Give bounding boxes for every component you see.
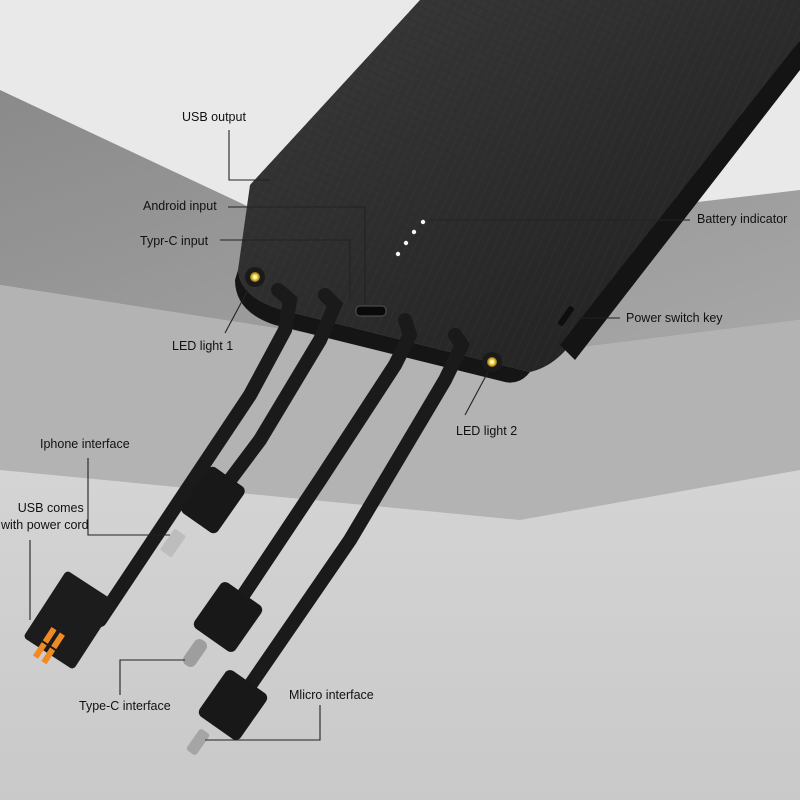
callout-usb-power-cord-line2: with power cord bbox=[1, 518, 89, 532]
power-switch-key[interactable] bbox=[557, 305, 575, 326]
leader-micro-interface bbox=[205, 705, 321, 741]
callout-android-input: Android input bbox=[143, 199, 217, 213]
usb-contacts bbox=[32, 627, 65, 665]
typec-input-port bbox=[355, 305, 387, 317]
led-light-1 bbox=[245, 267, 265, 287]
callout-iphone-interface: Iphone interface bbox=[40, 437, 130, 451]
callout-leaders bbox=[29, 130, 690, 741]
callout-power-switch-key: Power switch key bbox=[626, 311, 723, 325]
callout-battery-indicator: Battery indicator bbox=[697, 212, 788, 226]
callout-typec-interface: Type-C interface bbox=[79, 699, 171, 713]
cable-typec bbox=[183, 313, 418, 667]
led-light-2 bbox=[482, 352, 502, 372]
battery-indicator-dots bbox=[395, 219, 426, 257]
leader-android-input bbox=[228, 206, 366, 305]
leader-led1 bbox=[224, 289, 249, 334]
callout-typec-input: Typr-C input bbox=[140, 234, 209, 248]
callout-usb-power-cord-line1: USB comes bbox=[17, 501, 84, 515]
leader-typec-interface bbox=[119, 659, 185, 695]
callout-micro-interface: Mlicro interface bbox=[289, 688, 374, 702]
leader-iphone bbox=[87, 458, 170, 536]
leader-typec-input bbox=[220, 239, 351, 300]
callout-led-light-1: LED light 1 bbox=[172, 339, 234, 353]
cable-iphone bbox=[160, 288, 344, 557]
callout-usb-power-cord: USB comes with power cord bbox=[1, 500, 89, 534]
callout-usb-output: USB output bbox=[182, 110, 246, 124]
leader-led2 bbox=[464, 371, 489, 416]
cable-micro bbox=[186, 328, 471, 755]
callout-led-light-2: LED light 2 bbox=[456, 424, 518, 438]
power-bank-body bbox=[235, 0, 800, 383]
cable-usb bbox=[24, 283, 298, 669]
leader-usb-output bbox=[228, 130, 270, 181]
